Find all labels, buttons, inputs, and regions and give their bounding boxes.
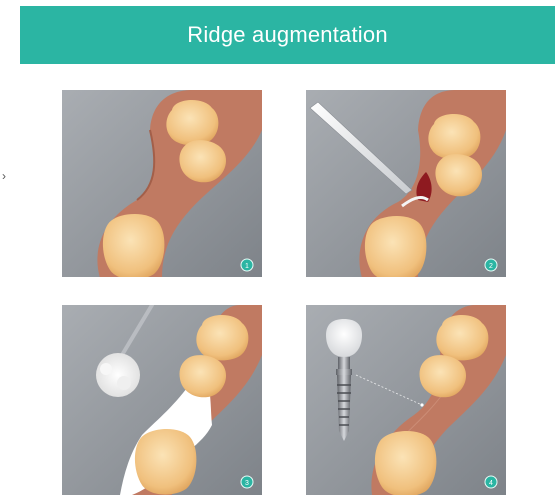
step-number: 1 xyxy=(245,263,249,270)
step-4-illustration: 4 xyxy=(306,305,506,495)
lower-molar xyxy=(135,429,196,495)
step-2-panel: 2 xyxy=(306,89,506,277)
step-number: 4 xyxy=(489,480,493,487)
step-1-panel: 1 xyxy=(62,89,262,277)
lower-molar xyxy=(375,431,436,495)
step-4-panel: 4 xyxy=(306,305,506,495)
step-3-illustration: 3 xyxy=(62,305,262,495)
step-number: 3 xyxy=(245,480,249,487)
step-1-illustration: 1 xyxy=(62,89,262,277)
step-2-illustration: 2 xyxy=(306,89,506,277)
graft-powder xyxy=(96,353,140,397)
step-3-panel: 3 xyxy=(62,305,262,495)
side-mark: › xyxy=(2,170,5,182)
lower-molar xyxy=(365,216,426,277)
step-number: 2 xyxy=(489,263,493,270)
lower-molar xyxy=(103,214,164,277)
title-banner: Ridge augmentation xyxy=(20,6,555,64)
page-title: Ridge augmentation xyxy=(187,22,388,48)
